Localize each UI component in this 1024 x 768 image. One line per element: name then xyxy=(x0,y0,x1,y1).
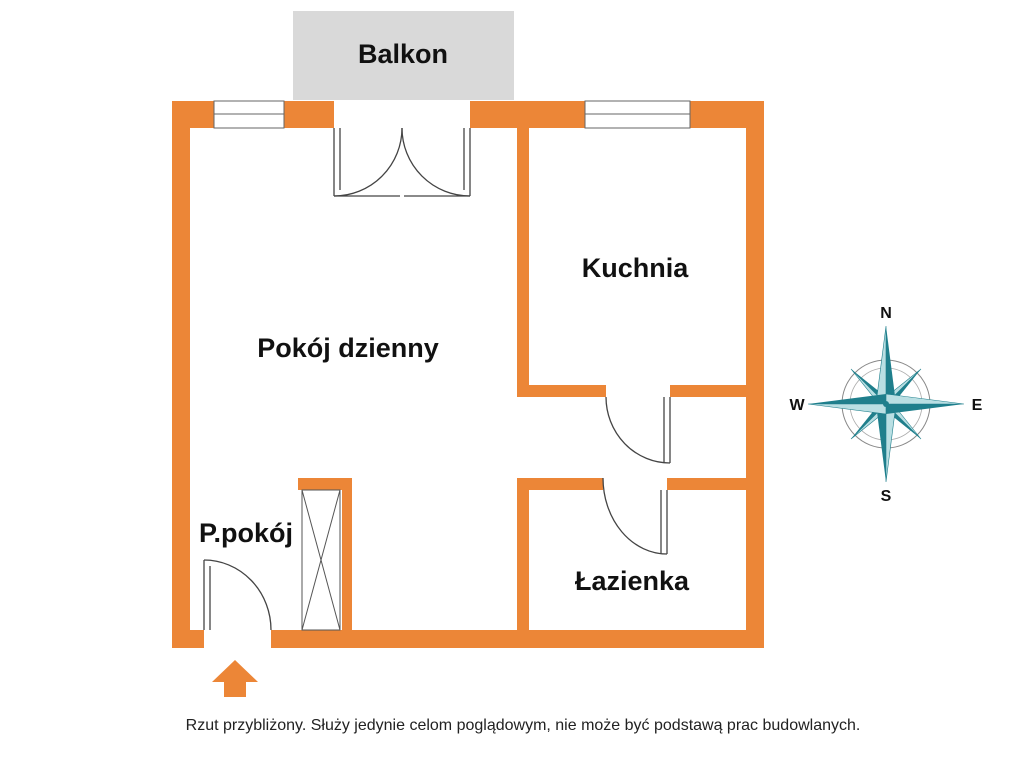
compass-rose-icon xyxy=(807,325,965,483)
wall-wardrobe-right xyxy=(342,478,352,630)
wall-kitchen-bottom-2 xyxy=(670,385,746,397)
hallway-label: P.pokój xyxy=(199,518,293,548)
wall-left xyxy=(172,101,190,648)
wall-wardrobe-top xyxy=(298,478,352,490)
wall-kitchen-bottom-1 xyxy=(517,385,606,397)
wall-top-2 xyxy=(284,101,334,128)
kitchen-label: Kuchnia xyxy=(582,253,689,283)
living-room-label: Pokój dzienny xyxy=(257,333,439,363)
windows xyxy=(213,100,691,129)
wall-bottom-right xyxy=(271,630,764,648)
bathroom-label: Łazienka xyxy=(575,566,690,596)
compass-west-label: W xyxy=(789,397,805,414)
kitchen-door xyxy=(605,396,671,464)
wall-top-3 xyxy=(470,101,585,128)
wall-bathroom-top-1 xyxy=(517,478,603,490)
balcony-label: Balkon xyxy=(358,39,448,69)
wall-kitchen-vertical xyxy=(517,128,529,397)
compass-east-label: E xyxy=(972,397,983,414)
compass-south-label: S xyxy=(881,488,892,505)
walls xyxy=(172,101,764,648)
wardrobe xyxy=(301,489,341,631)
compass-north-label: N xyxy=(880,305,892,322)
entrance-door xyxy=(203,559,272,631)
wall-bathroom-vertical xyxy=(517,478,529,630)
balcony-area xyxy=(293,11,514,100)
entrance-arrow-icon xyxy=(212,660,258,697)
wall-bottom-left xyxy=(172,630,204,648)
wall-bathroom-top-2 xyxy=(667,478,746,490)
bathroom-door xyxy=(602,477,668,555)
balcony-door xyxy=(333,127,471,197)
wall-right xyxy=(746,101,764,648)
disclaimer-text: Rzut przybliżony. Służy jedynie celom po… xyxy=(186,717,861,734)
